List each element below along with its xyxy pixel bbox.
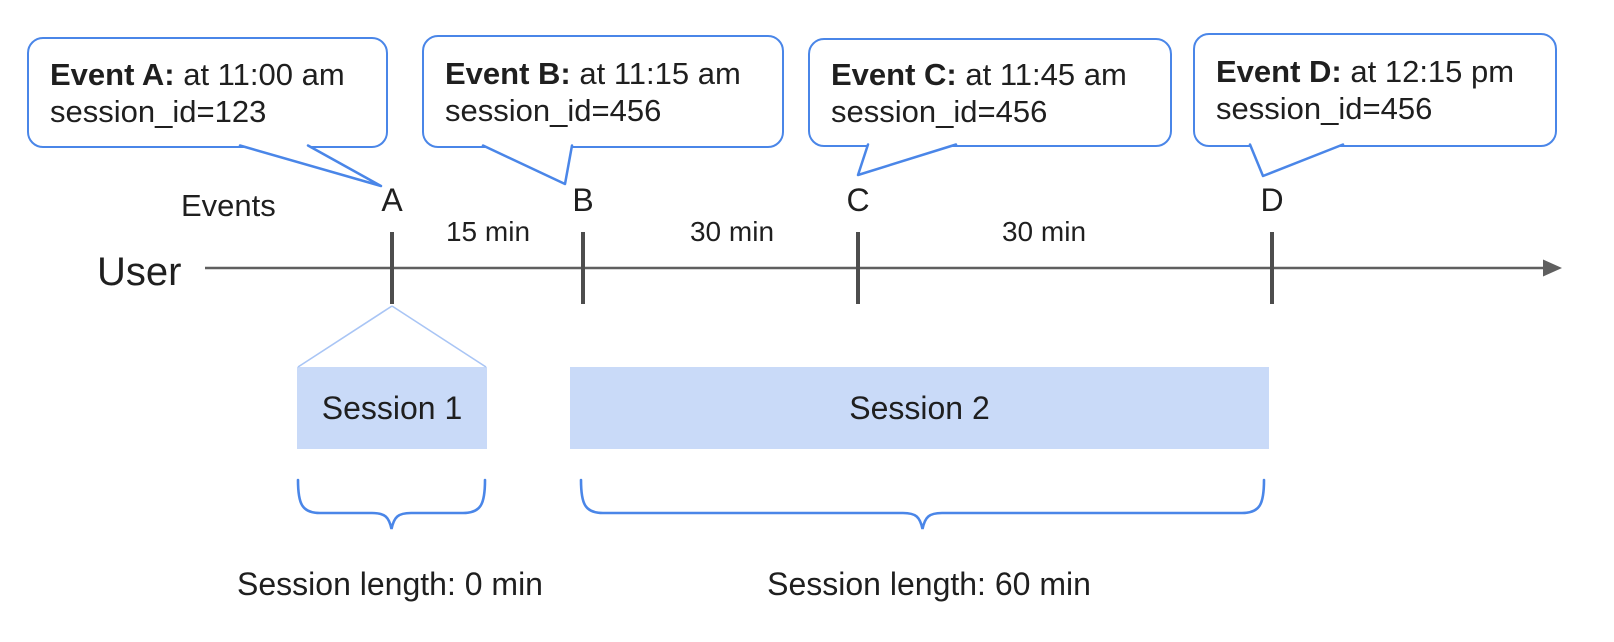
event-b-callout: Event B: at 11:15 am session_id=456 bbox=[422, 35, 784, 148]
session-1-funnel-left bbox=[297, 305, 393, 368]
event-b-label: B bbox=[572, 182, 594, 218]
session-1-label: Session 1 bbox=[321, 389, 463, 426]
callout-time: at 12:15 pm bbox=[1350, 54, 1515, 89]
callout-event-name: Event C: bbox=[831, 56, 957, 92]
callout-session-line: session_id=456 bbox=[1216, 91, 1433, 126]
callout-title-line: Event B: at 11:15 am bbox=[445, 55, 782, 92]
callout-time: at 11:00 am bbox=[183, 56, 345, 92]
callout-session-line: session_id=456 bbox=[445, 92, 662, 128]
event-a-callout-tail-icon bbox=[238, 144, 383, 188]
callout-time: at 11:15 am bbox=[579, 55, 741, 91]
callout-event-name: Event B: bbox=[445, 55, 571, 91]
session-2-brace bbox=[579, 478, 1266, 530]
session-2-box: Session 2 bbox=[570, 367, 1269, 449]
session-1-box: Session 1 bbox=[297, 367, 487, 449]
interval-b-c-label: 30 min bbox=[689, 216, 775, 247]
event-c-callout-tail-icon bbox=[856, 143, 958, 177]
event-a-callout: Event A: at 11:00 am session_id=123 bbox=[27, 37, 388, 148]
session-2-length-label: Session length: 60 min bbox=[767, 566, 1091, 602]
session-1-brace bbox=[296, 478, 487, 530]
interval-a-b-label: 15 min bbox=[445, 216, 531, 247]
event-c-label: C bbox=[846, 182, 870, 218]
callout-event-name: Event A: bbox=[50, 56, 175, 92]
callout-title-line: Event A: at 11:00 am bbox=[50, 56, 386, 93]
callout-session-line: session_id=456 bbox=[831, 93, 1048, 129]
timeline-arrowhead-icon bbox=[1543, 259, 1562, 277]
event-d-label: D bbox=[1260, 182, 1284, 218]
session-1-funnel-right bbox=[391, 305, 487, 368]
callout-session-line: session_id=123 bbox=[50, 93, 267, 129]
event-a-label: A bbox=[381, 182, 403, 218]
session-1-length-label: Session length: 0 min bbox=[237, 566, 543, 602]
event-d-callout: Event D: at 12:15 pm session_id=456 bbox=[1193, 33, 1557, 147]
event-d-callout-tail-icon bbox=[1248, 143, 1345, 178]
user-axis-label: User bbox=[97, 250, 182, 294]
callout-title-line: Event D: at 12:15 pm bbox=[1216, 53, 1555, 90]
event-b-callout-tail-icon bbox=[481, 144, 574, 186]
callout-event-name: Event D: bbox=[1216, 54, 1342, 89]
event-c-callout: Event C: at 11:45 am session_id=456 bbox=[808, 38, 1172, 147]
events-axis-label: Events bbox=[181, 188, 276, 223]
session-2-label: Session 2 bbox=[849, 389, 990, 426]
callout-title-line: Event C: at 11:45 am bbox=[831, 56, 1170, 93]
callout-time: at 11:45 am bbox=[965, 56, 1127, 92]
interval-c-d-label: 30 min bbox=[1001, 216, 1087, 247]
